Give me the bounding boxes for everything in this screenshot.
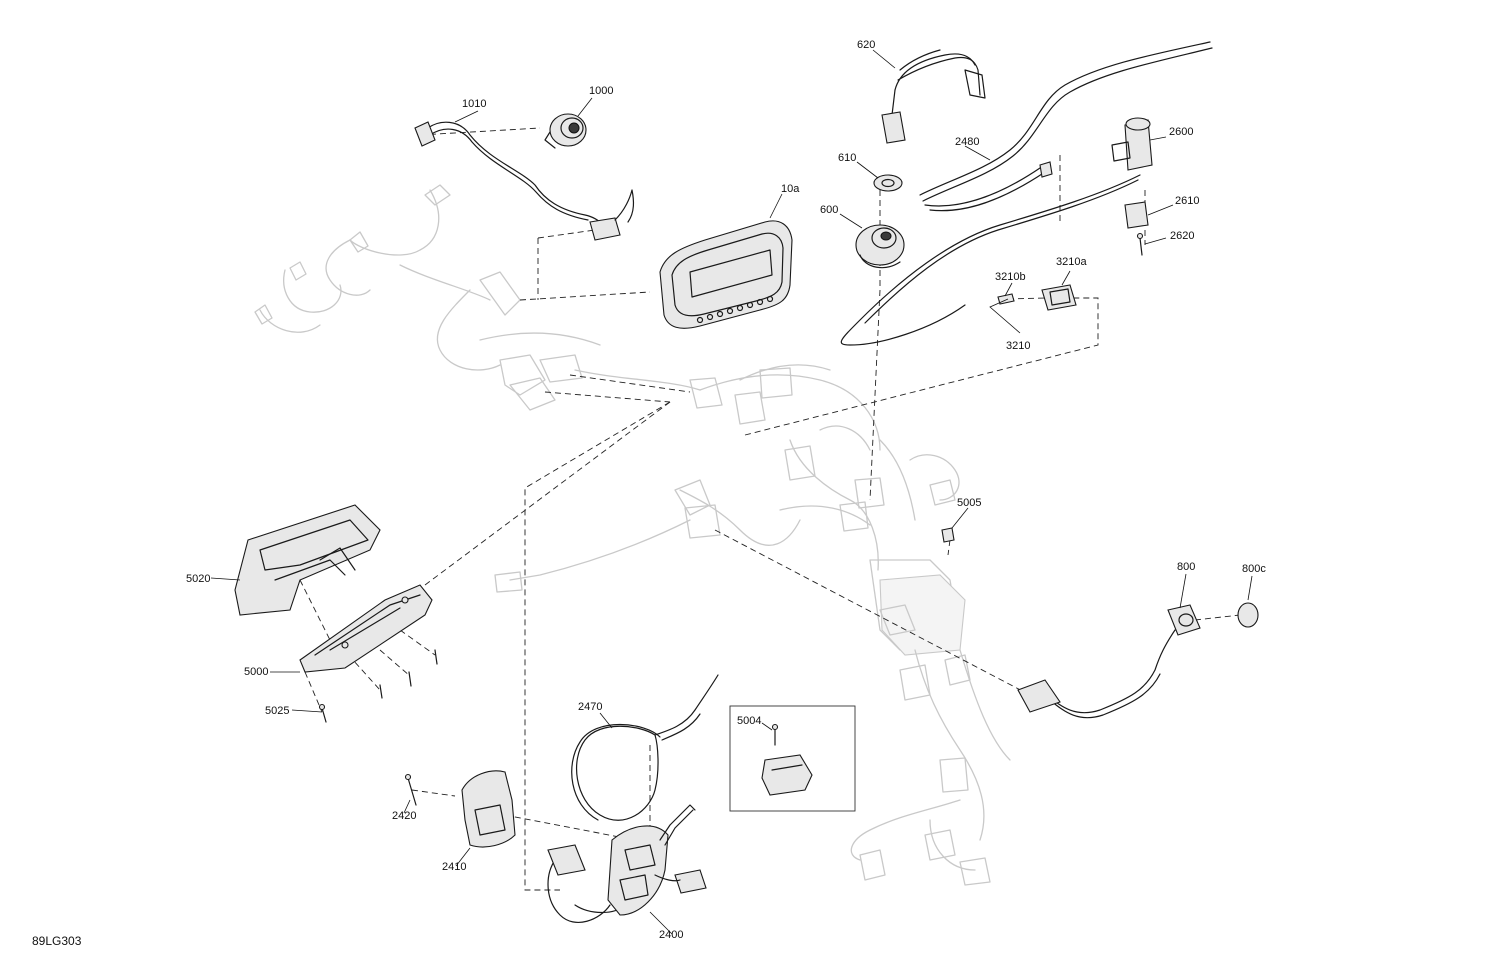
callout-600: 600 (820, 204, 838, 216)
callout-2410: 2410 (442, 861, 466, 873)
part-610-ring (873, 174, 903, 192)
callout-2420: 2420 (392, 810, 416, 822)
part-2600-connector (1111, 117, 1153, 171)
callout-5005: 5005 (957, 497, 981, 509)
callout-3210b: 3210b (995, 271, 1026, 283)
callout-620: 620 (857, 39, 875, 51)
part-2610-clip (1124, 201, 1149, 229)
callout-5025: 5025 (265, 705, 289, 717)
callout-labels: 620 1000 1010 610 2480 2600 10a 600 2610… (186, 39, 1266, 941)
callout-5020: 5020 (186, 573, 210, 585)
part-3210a-connector (1041, 284, 1077, 311)
part-800-sensor (1017, 604, 1201, 719)
callout-2470: 2470 (578, 701, 602, 713)
part-5005-nut (941, 527, 955, 543)
part-1010-harness (414, 121, 635, 241)
callout-5000: 5000 (244, 666, 268, 678)
part-2470-loop-cable (571, 674, 719, 821)
part-1000-socket (544, 113, 587, 149)
assembly-lines (299, 127, 1241, 891)
callout-1010: 1010 (462, 98, 486, 110)
callout-2610: 2610 (1175, 195, 1199, 207)
callout-2620: 2620 (1170, 230, 1194, 242)
callout-2600: 2600 (1169, 126, 1193, 138)
callout-1000: 1000 (589, 85, 613, 97)
part-2480-tether (919, 41, 1213, 212)
part-2620-pin (1136, 232, 1144, 256)
part-10a-display (659, 220, 793, 329)
callout-5004: 5004 (737, 715, 761, 727)
callout-3210: 3210 (1006, 340, 1030, 352)
part-2420-screw (404, 773, 417, 806)
callout-10a: 10a (781, 183, 800, 195)
part-5020-cover (234, 504, 381, 616)
part-800c-cap (1237, 602, 1259, 628)
callout-3210a: 3210a (1056, 256, 1087, 268)
part-5000-module (299, 584, 433, 673)
figure-code: 89LG303 (32, 934, 82, 948)
part-2410-bracket (461, 770, 516, 848)
inset-box-5004 (729, 705, 856, 812)
part-600-switch (855, 224, 905, 269)
callout-2400: 2400 (659, 929, 683, 941)
part-5025-screw (318, 703, 327, 723)
callout-2480: 2480 (955, 136, 979, 148)
part-620-coiled-lanyard (881, 49, 986, 144)
leader-lines (210, 49, 1253, 935)
callout-610: 610 (838, 152, 856, 164)
display-buttons (696, 295, 774, 324)
callout-800: 800 (1177, 561, 1195, 573)
main-harness-ghost (254, 184, 1011, 886)
part-2400-switch-pod (547, 804, 707, 924)
screws-5000 (379, 649, 438, 699)
callout-800c: 800c (1242, 563, 1266, 575)
